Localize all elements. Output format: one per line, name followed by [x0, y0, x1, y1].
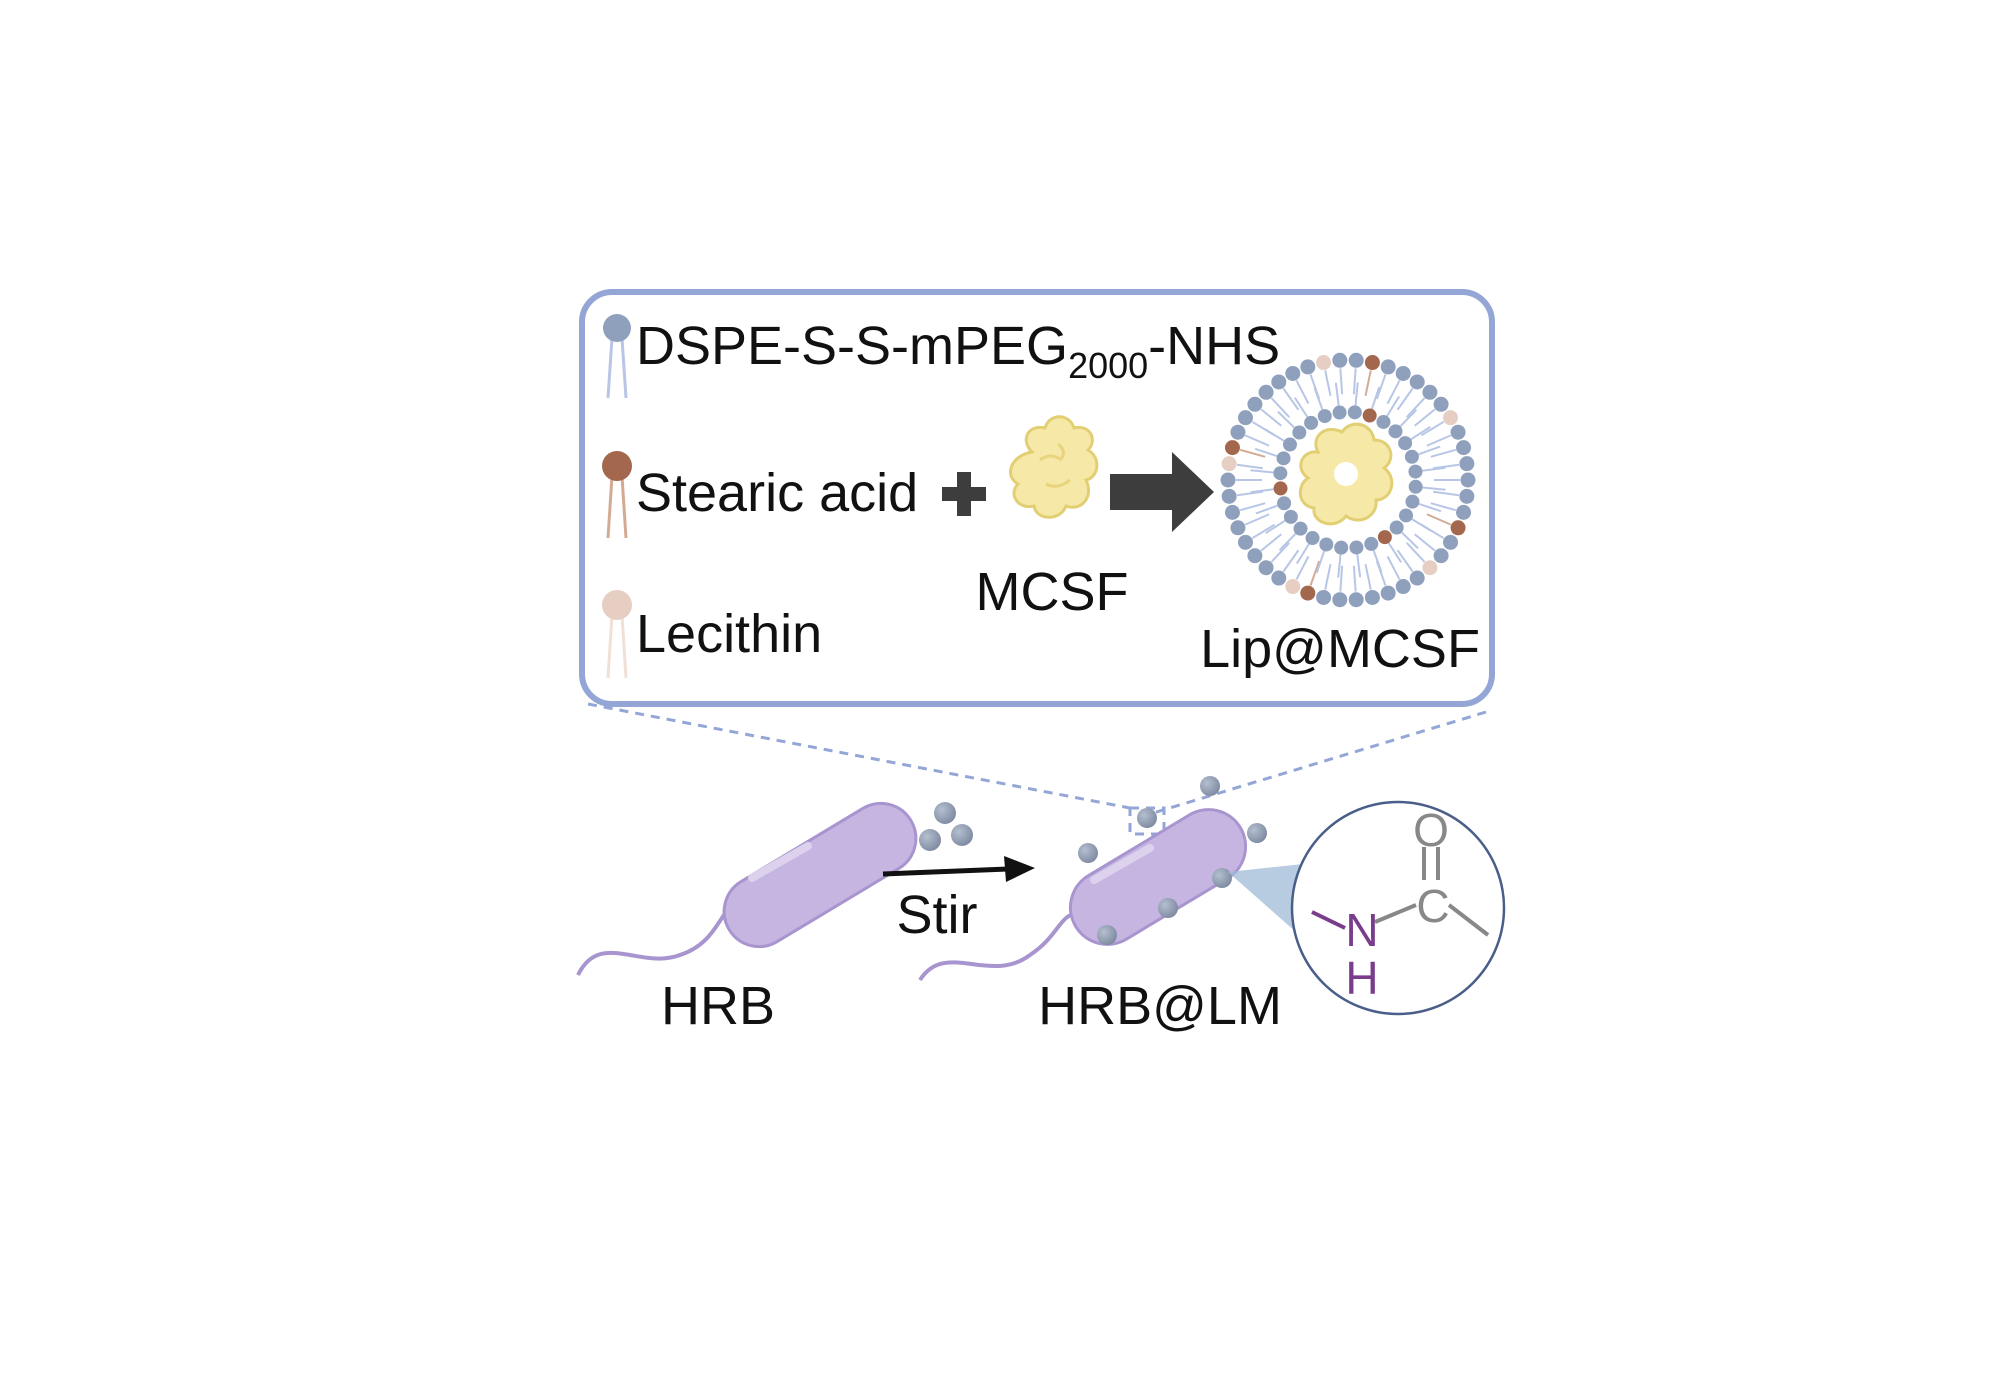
- hrb-label: HRB: [661, 976, 775, 1036]
- legend-item-dspe: DSPE-S-S-mPEG2000-NHS: [603, 314, 1280, 399]
- legend-label-lecithin: Lecithin: [636, 604, 822, 664]
- legend-item-lecithin: Lecithin: [602, 590, 822, 679]
- attached-nanoparticles: [1078, 776, 1267, 945]
- lecithin-lipid-icon: [602, 590, 632, 679]
- legend-item-stearic-acid: Stearic acid: [602, 451, 918, 539]
- legend: DSPE-S-S-mPEG2000-NHS Stearic acid Lecit…: [602, 314, 1280, 679]
- panel-border: [579, 289, 1495, 707]
- flagellum: [918, 910, 1081, 982]
- free-nanoparticles: [919, 802, 973, 851]
- legend-label-stearic-acid: Stearic acid: [636, 463, 918, 523]
- flagellum: [576, 903, 739, 976]
- legend-label-dspe: DSPE-S-S-mPEG2000-NHS: [636, 316, 1280, 386]
- nitrogen-atom: N: [1345, 904, 1378, 956]
- stir-arrow-icon: [882, 856, 1035, 882]
- oxygen-atom: O: [1413, 804, 1449, 856]
- plus-icon: [942, 472, 986, 516]
- synthesis-panel: DSPE-S-S-mPEG2000-NHS Stearic acid Lecit…: [579, 289, 1495, 707]
- mcsf-protein-icon: [1008, 415, 1099, 519]
- dspe-lipid-icon: [603, 314, 631, 399]
- stir-label: Stir: [897, 885, 978, 945]
- stearic-acid-lipid-icon: [602, 451, 632, 539]
- carbon-atom: C: [1416, 880, 1449, 932]
- hydrogen-atom: H: [1345, 952, 1378, 1004]
- mcsf-label: MCSF: [976, 562, 1129, 622]
- liposome-icon: [1220, 352, 1476, 608]
- lip-mcsf-label: Lip@MCSF: [1200, 619, 1480, 679]
- hrb-lm-bacterium: [918, 776, 1267, 982]
- amide-bond-inset: O C N H: [1290, 800, 1506, 1016]
- hrb-lm-label: HRB@LM: [1038, 976, 1282, 1036]
- hrb-bacterium: [576, 801, 918, 976]
- synthesis-arrow-icon: [1110, 452, 1214, 532]
